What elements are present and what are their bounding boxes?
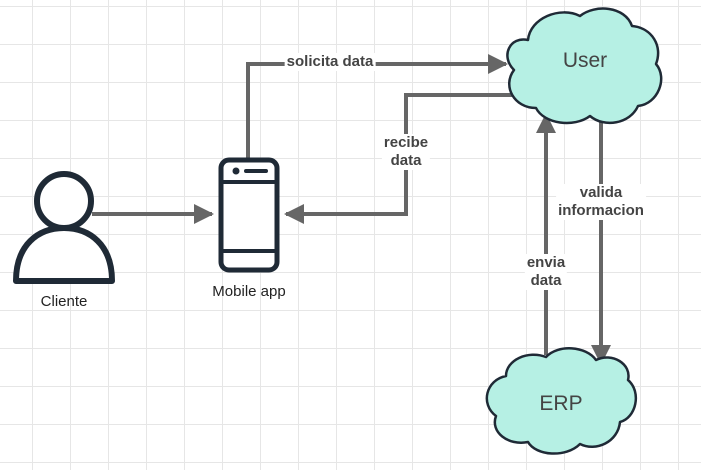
- erp-label: ERP: [539, 392, 583, 415]
- user-label: User: [562, 49, 608, 72]
- edge-label-recibe-data: recibe data: [381, 134, 431, 170]
- user-cloud[interactable]: [506, 7, 663, 125]
- edge-label-envia-line2: data: [530, 272, 562, 289]
- smartphone-icon[interactable]: [218, 157, 280, 273]
- mobile-app-label: Mobile app: [212, 283, 286, 300]
- edge-label-recibe-line1: recibe: [383, 134, 429, 151]
- edge-label-valida-line2: informacion: [558, 202, 644, 219]
- edge-label-recibe-line2: data: [390, 152, 422, 169]
- person-icon[interactable]: [13, 171, 115, 284]
- cliente-label: Cliente: [40, 293, 88, 310]
- edge-label-envia-data: envia data: [524, 254, 568, 290]
- edge-label-valida-line1: valida: [579, 184, 623, 201]
- edge-label-solicita-data: solicita data: [284, 53, 376, 71]
- edge-label-valida-informacion: valida informacion: [556, 184, 646, 220]
- edge-label-envia-line1: envia: [526, 254, 566, 271]
- erp-cloud[interactable]: [485, 347, 638, 455]
- edge-solicita-data[interactable]: [246, 54, 508, 158]
